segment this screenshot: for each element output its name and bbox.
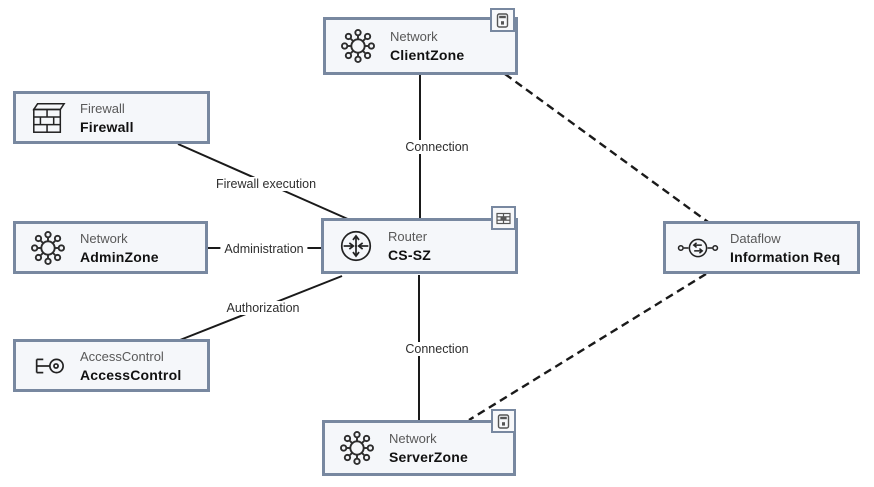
node-type-label: AccessControl bbox=[80, 348, 164, 364]
edge-label-connection-top[interactable]: Connection bbox=[401, 140, 473, 154]
network-hub-icon bbox=[326, 25, 390, 67]
node-name-label: CS-SZ bbox=[388, 247, 431, 263]
edge-label-administration[interactable]: Administration bbox=[220, 242, 308, 256]
edge-label-connection-bottom[interactable]: Connection bbox=[401, 342, 473, 356]
node-router[interactable]: Router CS-SZ bbox=[321, 218, 518, 274]
transfer-arrows-icon bbox=[666, 235, 730, 261]
network-hub-icon bbox=[325, 427, 389, 469]
device-badge-icon[interactable] bbox=[491, 409, 516, 433]
edge-label-firewall-execution[interactable]: Firewall execution bbox=[211, 177, 321, 191]
node-name-label: ServerZone bbox=[389, 449, 469, 465]
node-type-label: Network bbox=[80, 230, 128, 246]
firewall-badge-icon[interactable] bbox=[491, 206, 516, 230]
node-name-label: ClientZone bbox=[390, 47, 465, 63]
network-hub-icon bbox=[16, 227, 80, 269]
node-name-label: Firewall bbox=[80, 118, 134, 135]
node-type-label: Dataflow bbox=[730, 230, 781, 246]
key-icon bbox=[16, 352, 80, 380]
node-type-label: Firewall bbox=[80, 100, 125, 116]
node-type-label: Network bbox=[390, 29, 438, 44]
node-type-label: Router bbox=[388, 229, 428, 244]
node-type-label: Network bbox=[389, 431, 437, 446]
node-dataflow[interactable]: Dataflow Information Req bbox=[663, 221, 860, 274]
node-clientzone[interactable]: Network ClientZone bbox=[323, 17, 518, 75]
node-firewall[interactable]: Firewall Firewall bbox=[13, 91, 210, 144]
node-accesscontrol[interactable]: AccessControl AccessControl bbox=[13, 339, 210, 392]
node-name-label: Information Req bbox=[730, 248, 841, 265]
node-name-label: AdminZone bbox=[80, 248, 159, 265]
node-adminzone[interactable]: Network AdminZone bbox=[13, 221, 208, 274]
edge-label-authorization[interactable]: Authorization bbox=[222, 301, 304, 315]
edge-dataflow-serverzone[interactable] bbox=[468, 272, 707, 422]
node-serverzone[interactable]: Network ServerZone bbox=[322, 420, 516, 476]
brick-wall-icon bbox=[16, 100, 80, 136]
edge-clientzone-dataflow[interactable] bbox=[504, 73, 709, 223]
device-badge-icon[interactable] bbox=[490, 8, 515, 32]
router-arrows-icon bbox=[324, 227, 388, 265]
node-name-label: AccessControl bbox=[80, 366, 182, 383]
